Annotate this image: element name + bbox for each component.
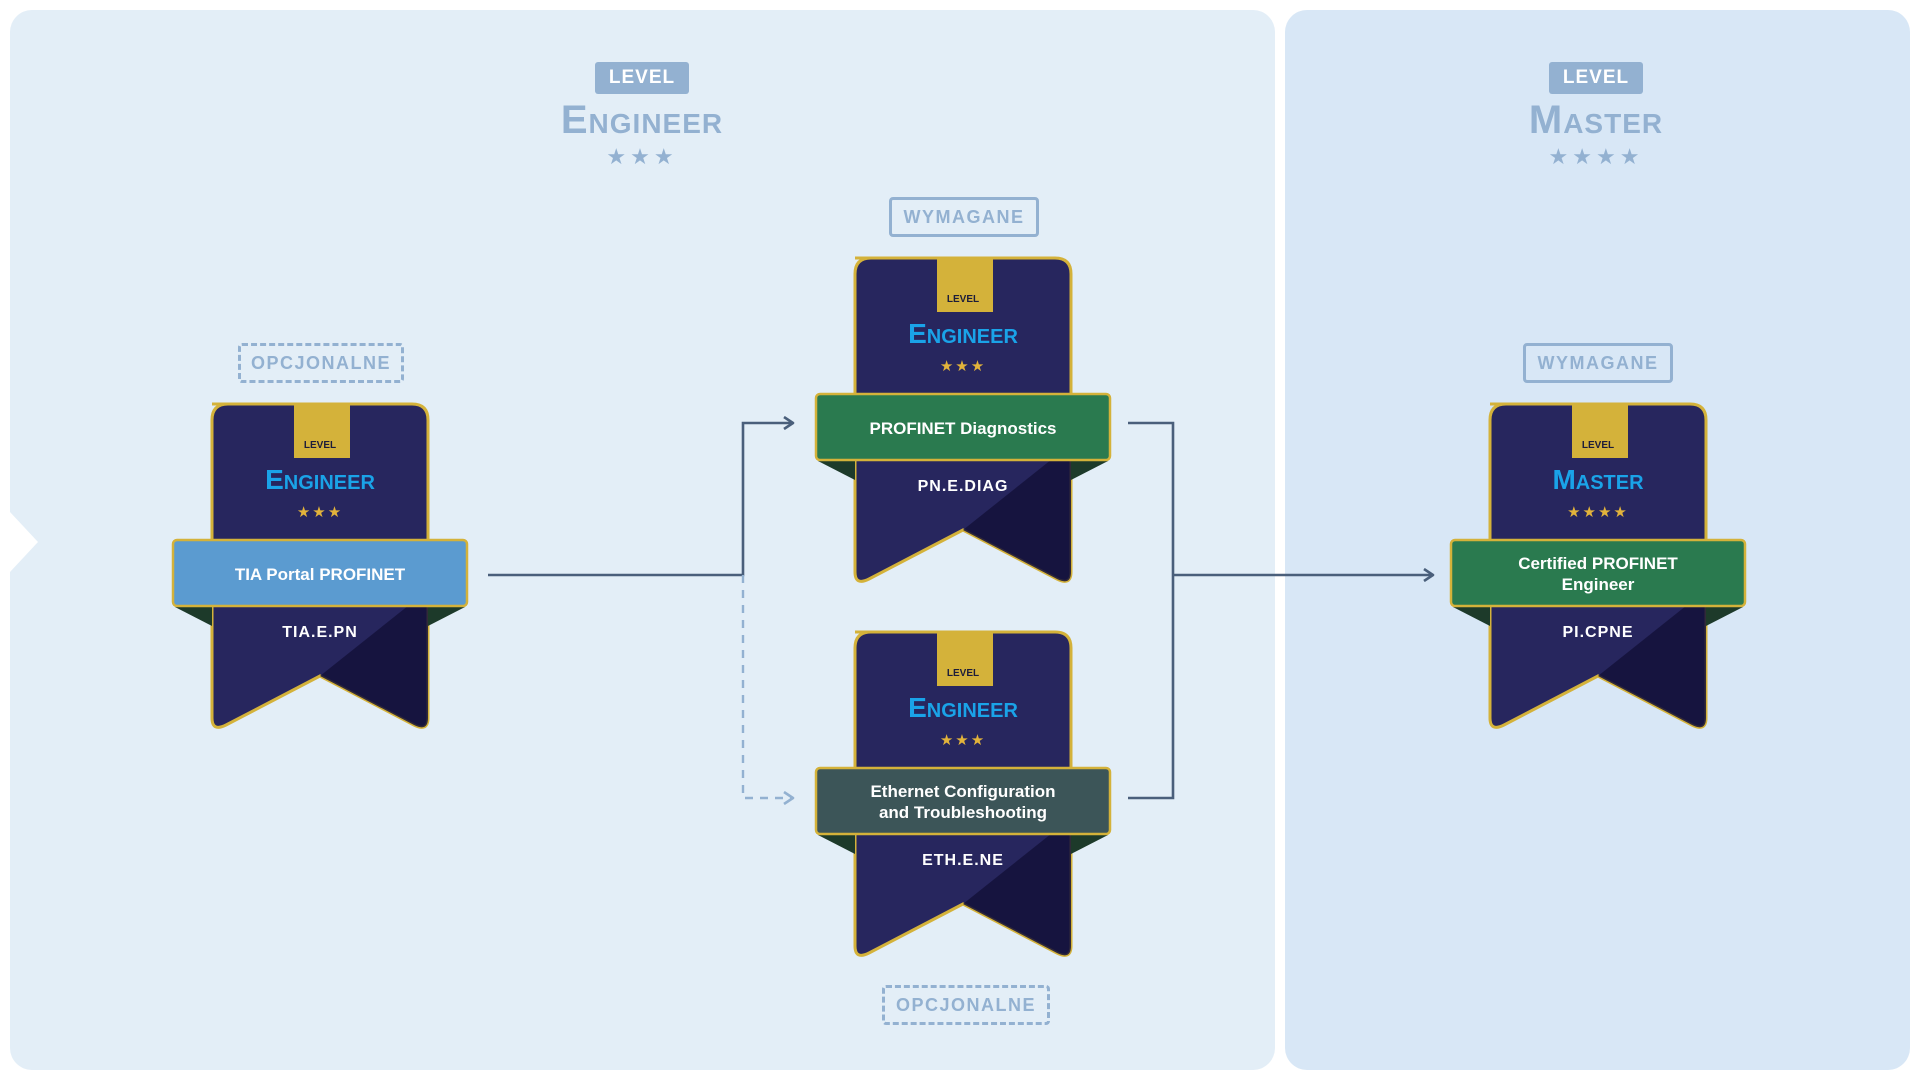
required-tag: WYMAGANE (1523, 343, 1673, 383)
star-rating: ★★★ (296, 504, 344, 521)
level-tag: LEVEL (594, 62, 690, 94)
badge-level-label: LEVEL (946, 294, 980, 305)
level-tag: LEVEL (1548, 62, 1644, 94)
optional-tag: OPCJONALNE (882, 985, 1050, 1025)
badge-course-code: PN.E.DIAG (917, 478, 1009, 495)
connector-diagnostics-out (1128, 421, 1175, 800)
master-level-header: LEVEL Master ★★★★ (1446, 62, 1746, 168)
required-tag: WYMAGANE (889, 197, 1039, 237)
star-rating: ★★★ (939, 358, 987, 375)
badge-ethernet-configuration: LEVEL Engineer ★★★ Ethernet Configuratio… (813, 628, 1113, 968)
level-name: Engineer (560, 98, 724, 142)
engineer-level-header: LEVEL Engineer ★★★ (492, 62, 792, 168)
panel-notch (10, 512, 38, 572)
badge-course-title: TIA Portal PROFINET (234, 564, 406, 584)
connector-tia-to-diagnostics (488, 423, 793, 577)
badge-course-code: TIA.E.PN (282, 624, 358, 641)
optional-tag: OPCJONALNE (238, 343, 404, 383)
badge-course-title: Ethernet Configuration and Troubleshooti… (870, 782, 1056, 822)
badge-level-label: LEVEL (946, 668, 980, 679)
star-rating: ★★★ (606, 144, 678, 169)
connector-optional-ethernet (741, 575, 793, 798)
badge-course-code: ETH.E.NE (922, 852, 1004, 869)
star-rating: ★★★ (939, 732, 987, 749)
star-rating: ★★★★ (1548, 144, 1644, 169)
badge-level-name: Engineer (265, 464, 375, 495)
badge-profinet-diagnostics: LEVEL Engineer ★★★ PROFINET Diagnostics … (813, 254, 1113, 594)
badge-level-label: LEVEL (1581, 440, 1615, 451)
badge-shape (171, 402, 469, 729)
badge-level-label: LEVEL (303, 440, 337, 451)
badge-level-name: Engineer (908, 318, 1018, 349)
badge-course-code: PI.CPNE (1562, 624, 1634, 641)
badge-course-title: Certified PROFINET Engineer (1518, 554, 1678, 594)
badge-shape (1449, 402, 1747, 729)
star-rating: ★★★★ (1567, 504, 1629, 521)
level-name: Master (1528, 98, 1664, 142)
badge-shape (814, 256, 1112, 583)
badge-tia-portal-profinet: LEVEL Engineer ★★★ TIA Portal PROFINET T… (170, 400, 470, 740)
badge-level-name: Engineer (908, 692, 1018, 723)
badge-level-name: Master (1552, 464, 1644, 495)
badge-shape (814, 630, 1112, 957)
badge-course-title: PROFINET Diagnostics (869, 418, 1057, 438)
badge-certified-profinet-engineer: LEVEL Master ★★★★ Certified PROFINET Eng… (1448, 400, 1748, 740)
